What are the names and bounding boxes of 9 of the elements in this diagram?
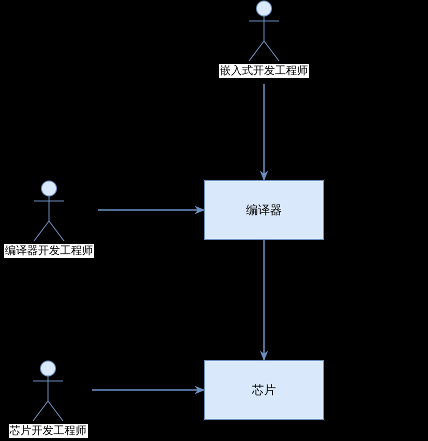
arrow — [260, 84, 268, 182]
actor-label: 嵌入式开发工程师 — [219, 64, 309, 78]
arrow — [98, 206, 206, 214]
actor-label: 编译器开发工程师 — [4, 244, 94, 258]
arrow — [92, 386, 206, 394]
process-box: 芯片 — [204, 360, 324, 420]
actor-label: 芯片开发工程师 — [8, 424, 88, 438]
arrow — [260, 240, 268, 362]
process-box: 编译器 — [204, 180, 324, 240]
